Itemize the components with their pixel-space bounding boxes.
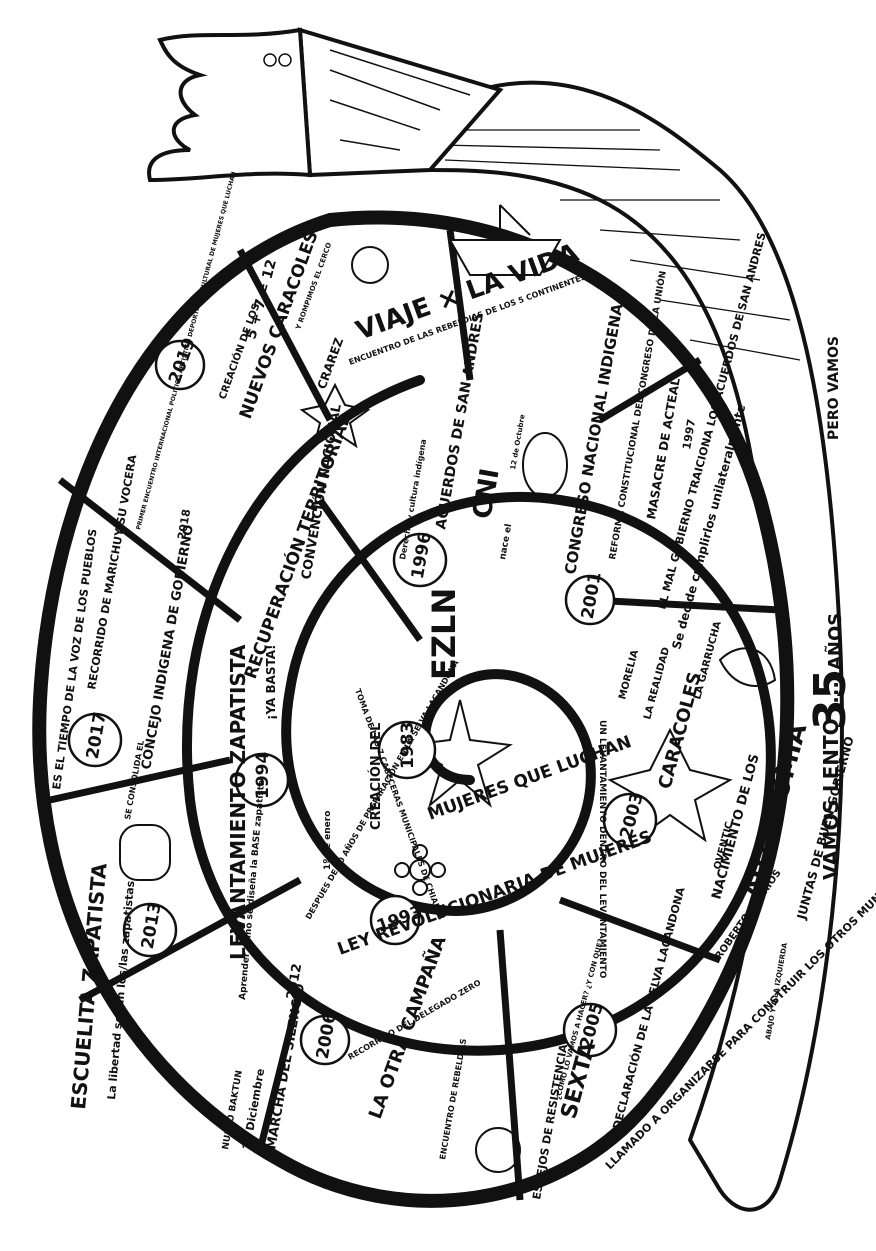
crown-decoration [263, 49, 471, 151]
shell-outline [32, 210, 795, 1208]
encuentro2018-year: 2018 [175, 508, 193, 540]
year-circles [67, 339, 658, 1066]
shell-separators [49, 229, 781, 1201]
sun-face-icon [351, 246, 521, 1173]
flower-icon [394, 844, 446, 896]
ezln-text: CREACIÓN DEL [368, 723, 384, 830]
levantamiento-title: LEVANTAMIENTO ZAPATISTA [226, 644, 250, 960]
snail-head [147, 27, 504, 183]
ezln-title: EZLN [425, 588, 463, 680]
acteal-year: 1997 [680, 418, 698, 450]
silencio-year: 2012 [284, 962, 305, 1000]
skull-icon [119, 824, 171, 881]
mujeres-levantamiento-note: UN LEVANTAMIENTO DENTRO DEL LEVANTAMIENT… [597, 720, 607, 979]
ya-basta-text: ¡YA BASTA! [264, 644, 278, 720]
anios-label: AÑOS [823, 613, 846, 670]
ezln-year: 1983 [398, 722, 418, 769]
levantamiento-date: 1º de enero [323, 811, 333, 870]
shell-spiral [182, 375, 776, 1056]
anios-number: 35 [805, 669, 856, 730]
sea-shell-icon [718, 647, 777, 687]
vamos-lento-text: VAMOS LENTO .... [819, 681, 843, 880]
pero-vamos-text: PERO VAMOS [826, 336, 842, 440]
face-mask-icon [522, 432, 568, 498]
levantamiento-year: 1994 [253, 752, 273, 799]
snail-tail [428, 80, 844, 1212]
boat-icon [448, 204, 562, 276]
tail-hatching [439, 129, 801, 361]
